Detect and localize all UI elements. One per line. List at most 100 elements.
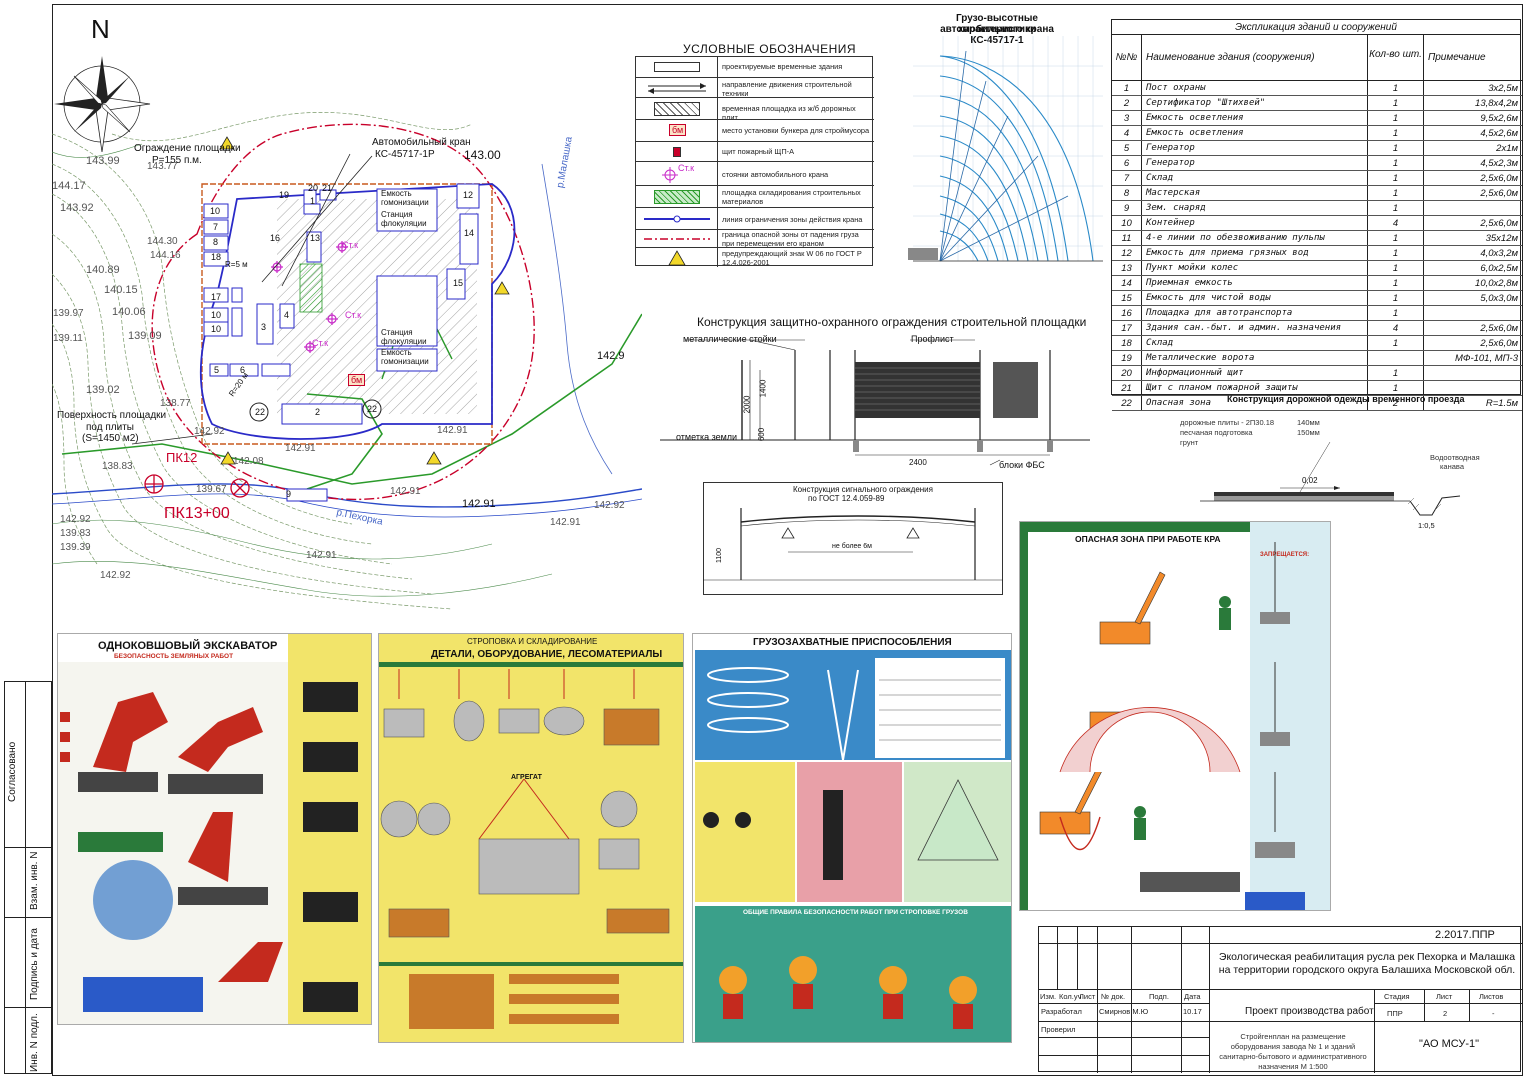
surface-label: Поверхность площадки (57, 410, 167, 421)
legend-item: временная площадка из ж/б дорожных плит (722, 104, 856, 122)
row-name: 4-е линии по обезвоживанию пульпы (1142, 231, 1368, 245)
row-name: Опасная зона (1142, 396, 1368, 410)
tb-sheet-label: Лист (1436, 992, 1453, 1001)
row-qty: 1 (1368, 246, 1424, 260)
row-name: Склад (1142, 171, 1368, 185)
row-num: 22 (1112, 396, 1142, 410)
crane-parking-icon (271, 241, 348, 353)
head-note: Примечание (1424, 35, 1522, 81)
road-ditch: Водоотводная канава (1430, 453, 1480, 471)
tb-chk-label: Проверил (1041, 1025, 1076, 1034)
crane-stop-2: Ст.к (312, 338, 329, 348)
row-num: 10 (1112, 216, 1142, 230)
elev: 142.91 (306, 550, 337, 561)
fence-dim-2400: 2400 (909, 458, 927, 467)
danger-zone-boundary (151, 123, 535, 501)
site-plan (52, 56, 642, 610)
fence-dim-600: 600 (757, 427, 767, 442)
road-section-drawing (1200, 441, 1461, 516)
legend-item: граница опасной зоны от падения груза пр… (722, 230, 859, 248)
row-name: Контейнер (1142, 216, 1368, 230)
elev: 139.02 (86, 384, 120, 396)
crane-model: КС-45717-1Р (375, 149, 435, 160)
bldg-10: 10 (210, 206, 221, 216)
row-num: 4 (1112, 126, 1142, 140)
elev: 142.9 (597, 350, 625, 362)
row-qty: 1 (1368, 96, 1424, 110)
river-pekhorka (52, 483, 642, 508)
row-num: 13 (1112, 261, 1142, 275)
bldg-1: 1 (310, 196, 316, 206)
excavator-sub: БЕЗОПАСНОСТЬ ЗЕМЛЯНЫХ РАБОТ (114, 653, 234, 660)
row-qty: 1 (1368, 201, 1424, 215)
row-name: Емкость осветления (1142, 126, 1368, 140)
legend-item: проектируемые временные здания (722, 62, 843, 71)
poster-slinging: СТРОПОВКА И СКЛАДИРОВАНИЕ ДЕТАЛИ, ОБОРУД… (378, 633, 684, 1043)
elev: 142.92 (194, 426, 225, 437)
row-qty: 1 (1368, 186, 1424, 200)
st1b-label: флокуляции (381, 219, 427, 228)
row-note: МФ-101, МП-3 (1454, 353, 1518, 364)
row-note (1424, 366, 1522, 380)
title-block: 2.2017.ППР Экологическая реабилитация ру… (1038, 926, 1522, 1073)
explication-title: Экспликация зданий и сооружений (1112, 20, 1520, 35)
row-num: 14 (1112, 276, 1142, 290)
bldg-22a: 22 (255, 407, 266, 417)
row-num: 1 (1112, 81, 1142, 95)
river-malashka (541, 163, 613, 475)
row-num: 9 (1112, 201, 1142, 215)
row-note: 2,5х6,0м (1480, 218, 1518, 229)
fence-posts: металлические стойки (683, 334, 777, 344)
elev: 139.67 (196, 484, 227, 495)
row-name: Щит с планом пожарной защиты (1142, 381, 1368, 395)
tb-stage-value: ППР (1387, 1009, 1403, 1018)
tb-col-sign: Подп. (1149, 992, 1169, 1001)
emk2-label: Емкость (381, 348, 412, 357)
row-qty: 1 (1368, 381, 1424, 395)
contour-grey (52, 143, 553, 597)
crane-stop-1: Ст.к (342, 240, 359, 250)
head-qty: Кол-во шт. (1368, 35, 1424, 81)
head-name: Наименование здания (сооружения) (1142, 35, 1368, 81)
row-num: 15 (1112, 291, 1142, 305)
elev: 142.92 (594, 500, 625, 511)
legend-item: предупреждающий знак W 06 по ГОСТ Р 12.4… (722, 249, 862, 267)
row-qty: 2 (1368, 396, 1424, 410)
row-name: Мастерская (1142, 186, 1368, 200)
bldg-9: 9 (286, 489, 292, 499)
row-name: Пункт мойки колес (1142, 261, 1368, 275)
bldg-18: 18 (211, 252, 222, 262)
stamp-sign-date: Подпись и дата (29, 928, 40, 1000)
survey-line (61, 313, 642, 485)
row-name: Пост охраны (1142, 81, 1368, 95)
elev: 142.92 (60, 514, 91, 525)
road-title: Конструкция дорожной одежды временного п… (1227, 394, 1465, 404)
row-qty: 1 (1368, 291, 1424, 305)
row-note (1424, 306, 1522, 320)
signal-fence-box (703, 482, 1003, 595)
row-note: 4,5х2,3м (1480, 158, 1518, 169)
poster-excavator: ОДНОКОВШОВЫЙ ЭКСКАВАТОР БЕЗОПАСНОСТЬ ЗЕМ… (57, 633, 372, 1025)
row-note: 2,5х6,0м (1480, 323, 1518, 334)
elev: 142.91 (437, 425, 468, 436)
row-name: Генератор (1142, 156, 1368, 170)
row-name: Генератор (1142, 141, 1368, 155)
row-num: 6 (1112, 156, 1142, 170)
bldg-17: 17 (211, 292, 222, 302)
row-note: 6,0х2,5м (1480, 263, 1518, 274)
bldg-10b: 10 (211, 310, 222, 320)
fence-dim-2000: 2000 (742, 395, 752, 414)
warning-triangle-icon (219, 136, 510, 465)
tb-col-izm: Изм. (1040, 992, 1057, 1001)
legend-item: площадка складирования строительных мате… (722, 188, 861, 206)
